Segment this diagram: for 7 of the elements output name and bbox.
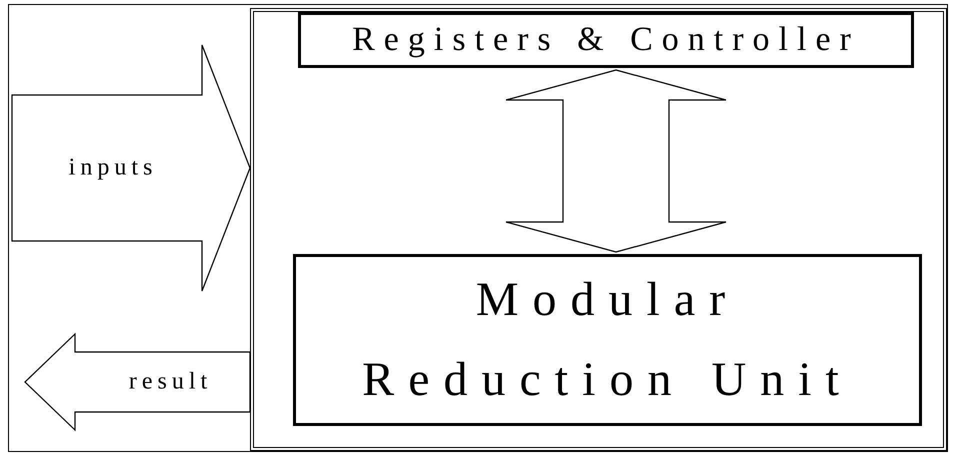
unit-box <box>298 12 914 68</box>
block-arrow <box>505 69 727 253</box>
unit-label: Modular Reduction Unit <box>361 272 854 408</box>
system-box <box>250 8 947 451</box>
block-arrow <box>11 44 251 292</box>
unit-box <box>293 254 922 426</box>
unit-label: Registers & Controller <box>352 21 860 59</box>
